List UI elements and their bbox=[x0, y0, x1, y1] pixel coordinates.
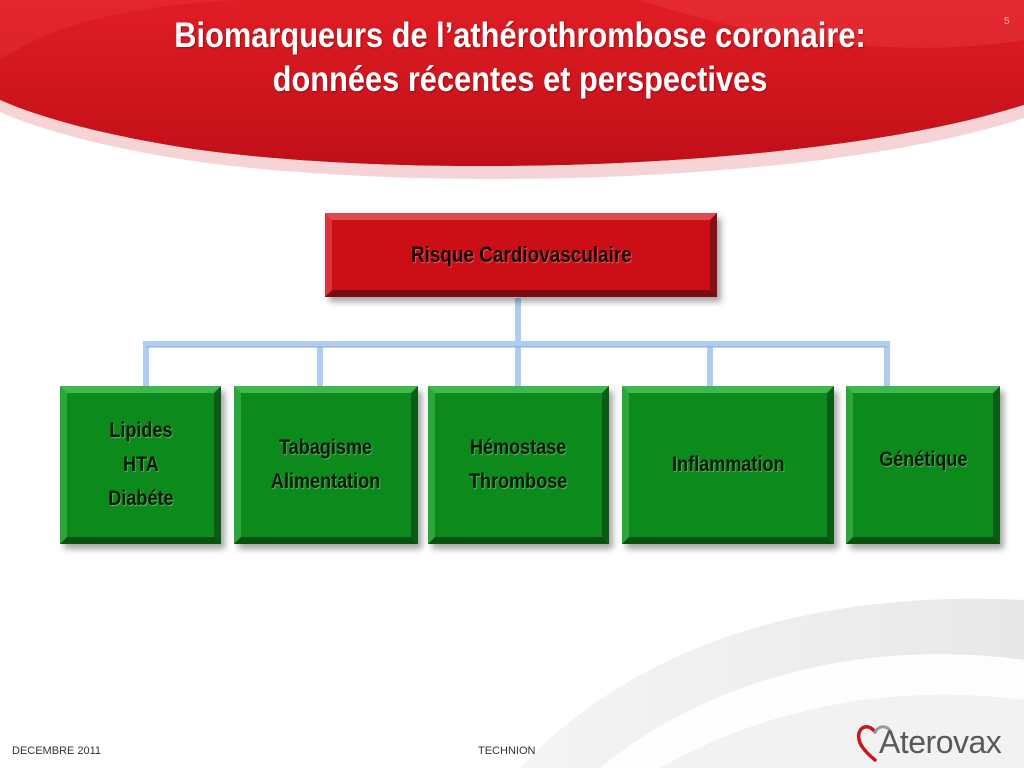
root-node-label: Risque Cardiovasculaire bbox=[410, 242, 632, 267]
child-node-line: Thrombose bbox=[469, 470, 568, 493]
footer-date: DECEMBRE 2011 bbox=[12, 745, 102, 757]
slide-title: Biomarqueurs de l’athérothrombose corona… bbox=[80, 14, 960, 102]
child-node-genetique: Génétique bbox=[846, 386, 1000, 544]
child-node-line: Lipides bbox=[108, 419, 173, 442]
child-node-line: Hémostase bbox=[470, 436, 567, 459]
heart-icon bbox=[856, 725, 893, 762]
child-node-lipides: Lipides HTA Diabéte bbox=[60, 386, 221, 544]
aterovax-logo: Aterovax bbox=[855, 718, 1024, 766]
root-node-cardiovascular-risk: Risque Cardiovasculaire bbox=[325, 213, 717, 297]
child-node-inflammation: Inflammation bbox=[622, 386, 834, 544]
footer-institution: TECHNION bbox=[478, 745, 536, 757]
child-node-hemostase: Hémostase Thrombose bbox=[428, 386, 609, 544]
slide-title-line-2: données récentes et perspectives bbox=[272, 60, 768, 99]
child-node-line: Tabagisme bbox=[279, 436, 373, 459]
child-node-line: Alimentation bbox=[271, 470, 381, 493]
slide-title-line-1: Biomarqueurs de l’athérothrombose corona… bbox=[174, 16, 866, 55]
slide-number: 5 bbox=[1004, 16, 1010, 27]
child-node-tabagisme: Tabagisme Alimentation bbox=[234, 386, 418, 544]
child-node-line: Diabéte bbox=[107, 487, 174, 510]
child-node-line: Inflammation bbox=[671, 453, 785, 476]
child-node-line: HTA bbox=[122, 453, 159, 476]
child-node-line: Génétique bbox=[878, 448, 968, 471]
logo-text: Aterovax bbox=[879, 724, 1002, 760]
